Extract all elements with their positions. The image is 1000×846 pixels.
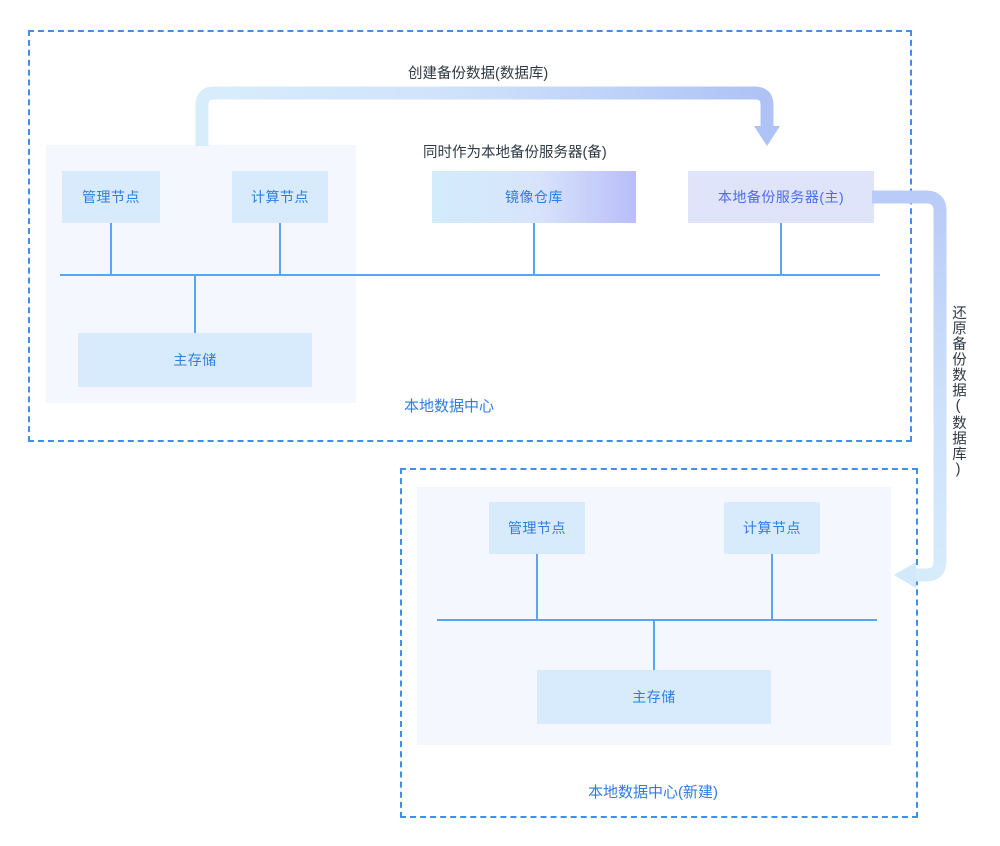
- connector-compute-bottom: [771, 554, 773, 619]
- label-local-datacenter-new: 本地数据中心(新建): [588, 784, 718, 801]
- connector-storage-bottom: [653, 619, 655, 670]
- bus-line-bottom: [437, 619, 877, 621]
- region-local-datacenter-new: [400, 468, 918, 818]
- node-label: 主存储: [173, 352, 217, 368]
- label-also-serves-as-backup-server: 同时作为本地备份服务器(备): [423, 145, 607, 161]
- node-image-registry[interactable]: 镜像仓库: [432, 171, 636, 223]
- node-label: 本地备份服务器(主): [717, 189, 845, 205]
- node-label: 计算节点: [743, 520, 801, 536]
- node-primary-storage-bottom[interactable]: 主存储: [537, 670, 771, 724]
- node-label: 主存储: [632, 689, 676, 705]
- connector-backup-main: [780, 223, 782, 274]
- connector-registry: [533, 223, 535, 274]
- node-management-node-bottom[interactable]: 管理节点: [489, 502, 585, 554]
- node-compute-node-top[interactable]: 计算节点: [232, 171, 328, 223]
- label-create-backup-data: 创建备份数据(数据库): [408, 66, 549, 82]
- connector-compute-top: [279, 223, 281, 274]
- node-primary-storage-top[interactable]: 主存储: [78, 333, 312, 387]
- node-compute-node-bottom[interactable]: 计算节点: [724, 502, 820, 554]
- label-restore-backup-data: 还原备份数据(数据库): [950, 305, 966, 479]
- bus-line-top: [60, 274, 880, 276]
- label-local-datacenter: 本地数据中心: [404, 398, 495, 415]
- node-label: 管理节点: [82, 189, 140, 205]
- connector-mgmt-bottom: [536, 554, 538, 619]
- node-label: 管理节点: [508, 520, 566, 536]
- connector-storage-top: [194, 274, 196, 333]
- node-label: 镜像仓库: [505, 189, 563, 205]
- connector-mgmt-top: [110, 223, 112, 274]
- node-management-node-top[interactable]: 管理节点: [62, 171, 160, 223]
- node-label: 计算节点: [251, 189, 309, 205]
- node-local-backup-server-primary[interactable]: 本地备份服务器(主): [688, 171, 874, 223]
